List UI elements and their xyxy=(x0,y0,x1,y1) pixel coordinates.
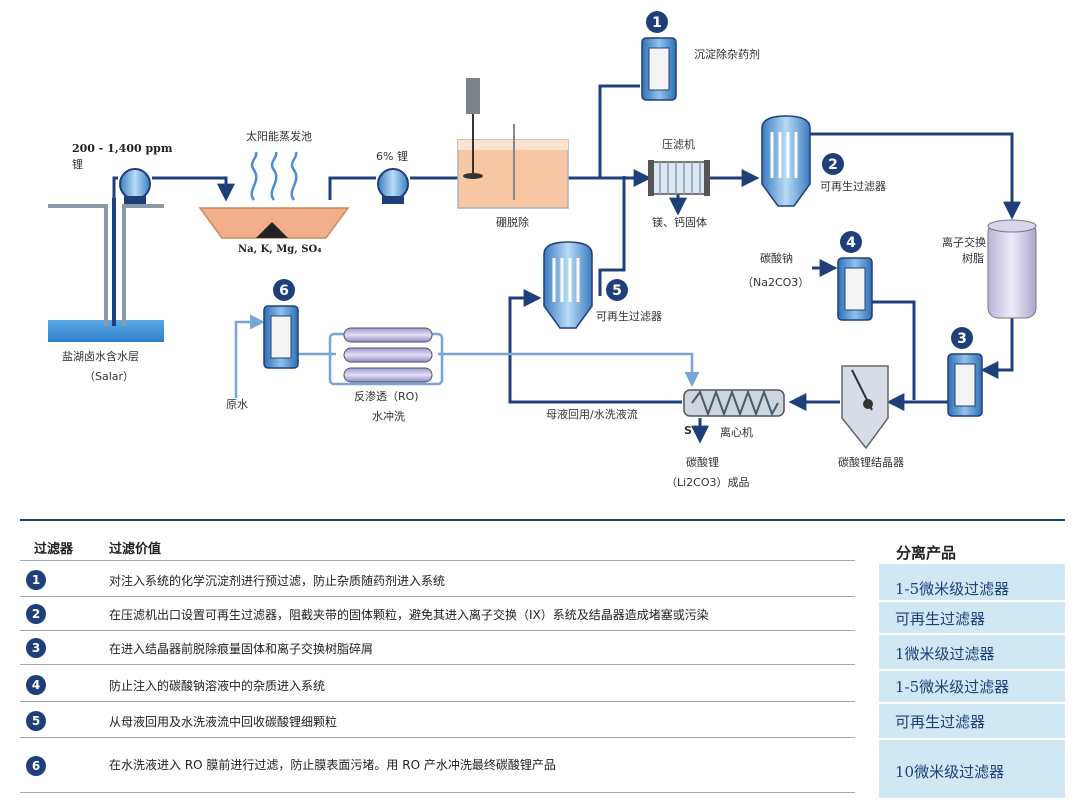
product-separator xyxy=(879,669,1065,671)
badge-3: 3 xyxy=(951,327,973,349)
regen-filter-5 xyxy=(543,241,593,329)
pump-2 xyxy=(377,168,409,204)
badge-2: 2 xyxy=(822,153,844,175)
svg-text:3: 3 xyxy=(957,331,967,347)
label-ion-exchange-1: 离子交换 xyxy=(942,235,986,249)
table-row: 5 从母液回用及水洗液流中回收碳酸锂细颗粒 xyxy=(20,705,855,738)
product-separator xyxy=(879,633,1065,635)
label-ion-exchange-2: 树脂 xyxy=(962,251,984,265)
ro-membranes xyxy=(343,327,433,383)
row-badge: 6 xyxy=(26,756,46,776)
label-regen-5: 可再生过滤器 xyxy=(596,309,662,323)
row-desc: 防止注入的碳酸钠溶液中的杂质进入系统 xyxy=(109,679,326,693)
process-diagram: 1 2 3 4 5 6 200 - 1,400 ppm 锂 太阳能蒸发池 Na,… xyxy=(48,11,1037,489)
label-li2co3-1: 碳酸锂 xyxy=(686,455,719,469)
row-badge: 5 xyxy=(26,711,46,731)
badge-1: 1 xyxy=(646,11,668,33)
header-filter: 过滤器 xyxy=(34,542,74,557)
product-label: 可再生过滤器 xyxy=(895,713,986,731)
regen-filter-2 xyxy=(761,115,811,207)
product-panel xyxy=(879,564,1065,798)
label-mother: 母液回用/水洗液流 xyxy=(546,407,638,421)
label-press: 压滤机 xyxy=(662,137,695,151)
row-desc: 对注入系统的化学沉淀剂进行预过滤，防止杂质随药剂进入系统 xyxy=(109,574,446,588)
label-crystallizer: 碳酸锂结晶器 xyxy=(838,455,904,469)
badge-5: 5 xyxy=(606,279,628,301)
table-row: 4 防止注入的碳酸钠溶液中的杂质进入系统 xyxy=(20,669,855,702)
table-row: 2 在压滤机出口设置可再生过滤器，阻截夹带的固体颗粒，避免其进入离子交换（IX）… xyxy=(20,598,855,631)
svg-text:6: 6 xyxy=(279,283,289,299)
centrifuge xyxy=(683,389,785,417)
label-raw-water: 原水 xyxy=(226,398,248,411)
label-soda: 碳酸钠 xyxy=(760,251,793,265)
badge-6: 6 xyxy=(273,279,295,301)
row-desc: 在进入结晶器前脱除痕量固体和离子交换树脂碎屑 xyxy=(109,642,374,656)
svg-text:2: 2 xyxy=(828,157,838,173)
row-desc: 在水洗液进入 RO 膜前进行过滤，防止膜表面污堵。用 RO 产水冲洗最终碳酸锂产… xyxy=(109,758,556,772)
cartridge-filter-6 xyxy=(263,305,299,369)
svg-text:4: 4 xyxy=(846,235,856,251)
row-badge: 2 xyxy=(26,604,46,624)
label-salar-2: （Salar） xyxy=(84,370,134,383)
label-soda-formula: （Na2CO3） xyxy=(742,276,809,289)
svg-text:1: 1 xyxy=(652,15,662,31)
header-product: 分离产品 xyxy=(896,544,957,562)
product-label: 10微米级过滤器 xyxy=(895,763,1005,781)
salar-aquifer xyxy=(48,198,164,342)
pump-1 xyxy=(119,168,151,204)
section-divider xyxy=(20,519,1065,521)
cartridge-filter-4 xyxy=(837,257,873,321)
row-badge: 4 xyxy=(26,675,46,695)
label-precip-agent: 沉淀除杂药剂 xyxy=(694,47,760,61)
row-badge: 1 xyxy=(26,570,46,590)
label-centrifuge: 离心机 xyxy=(720,425,753,439)
label-salar-1: 盐湖卤水含水层 xyxy=(62,349,139,363)
label-solar-pond: 太阳能蒸发池 xyxy=(246,129,312,143)
label-ions: Na, K, Mg, SO₄ xyxy=(238,244,322,255)
label-li1: 锂 xyxy=(72,157,83,171)
ion-exchange-column xyxy=(987,219,1037,319)
label-centrifuge-s: S xyxy=(684,424,692,437)
table-row: 1 对注入系统的化学沉淀剂进行预过滤，防止杂质随药剂进入系统 xyxy=(20,564,855,597)
badge-4: 4 xyxy=(840,231,862,253)
label-ppm: 200 - 1,400 ppm xyxy=(72,142,173,155)
crystallizer xyxy=(841,365,889,450)
label-ro-2: 水冲洗 xyxy=(372,409,405,423)
table-row: 3 在进入结晶器前脱除痕量固体和离子交换树脂碎屑 xyxy=(20,632,855,665)
label-li2co3-2: （Li2CO3）成品 xyxy=(666,476,750,489)
ro-water-line xyxy=(234,314,700,398)
product-separator xyxy=(879,702,1065,704)
cartridge-filter-1 xyxy=(641,37,677,101)
product-separator xyxy=(879,600,1065,602)
filter-press xyxy=(648,160,710,196)
product-label: 可再生过滤器 xyxy=(895,610,986,628)
label-regen-2: 可再生过滤器 xyxy=(820,179,886,193)
table-row: 6 在水洗液进入 RO 膜前进行过滤，防止膜表面污堵。用 RO 产水冲洗最终碳酸… xyxy=(20,748,855,793)
label-ro-1: 反渗透（RO) xyxy=(354,389,419,403)
row-desc: 从母液回用及水洗液流中回收碳酸锂细颗粒 xyxy=(109,715,338,729)
label-solids: 镁、钙固体 xyxy=(652,215,707,229)
row-desc: 在压滤机出口设置可再生过滤器，阻截夹带的固体颗粒，避免其进入离子交换（IX）系统… xyxy=(109,608,709,622)
label-pct: 6% 锂 xyxy=(376,149,408,163)
product-label: 1-5微米级过滤器 xyxy=(895,678,1010,696)
product-label: 1-5微米级过滤器 xyxy=(895,580,1010,598)
svg-text:5: 5 xyxy=(612,283,622,299)
boron-tank xyxy=(457,78,569,209)
product-separator xyxy=(879,738,1065,740)
row-badge: 3 xyxy=(26,638,46,658)
cartridge-filter-3 xyxy=(947,353,983,417)
header-value: 过滤价值 xyxy=(109,542,162,557)
solar-pond xyxy=(198,151,350,239)
label-boron: 硼脱除 xyxy=(496,215,529,229)
pipes xyxy=(112,84,1021,444)
header-underline xyxy=(20,560,855,561)
product-label: 1微米级过滤器 xyxy=(895,645,995,663)
